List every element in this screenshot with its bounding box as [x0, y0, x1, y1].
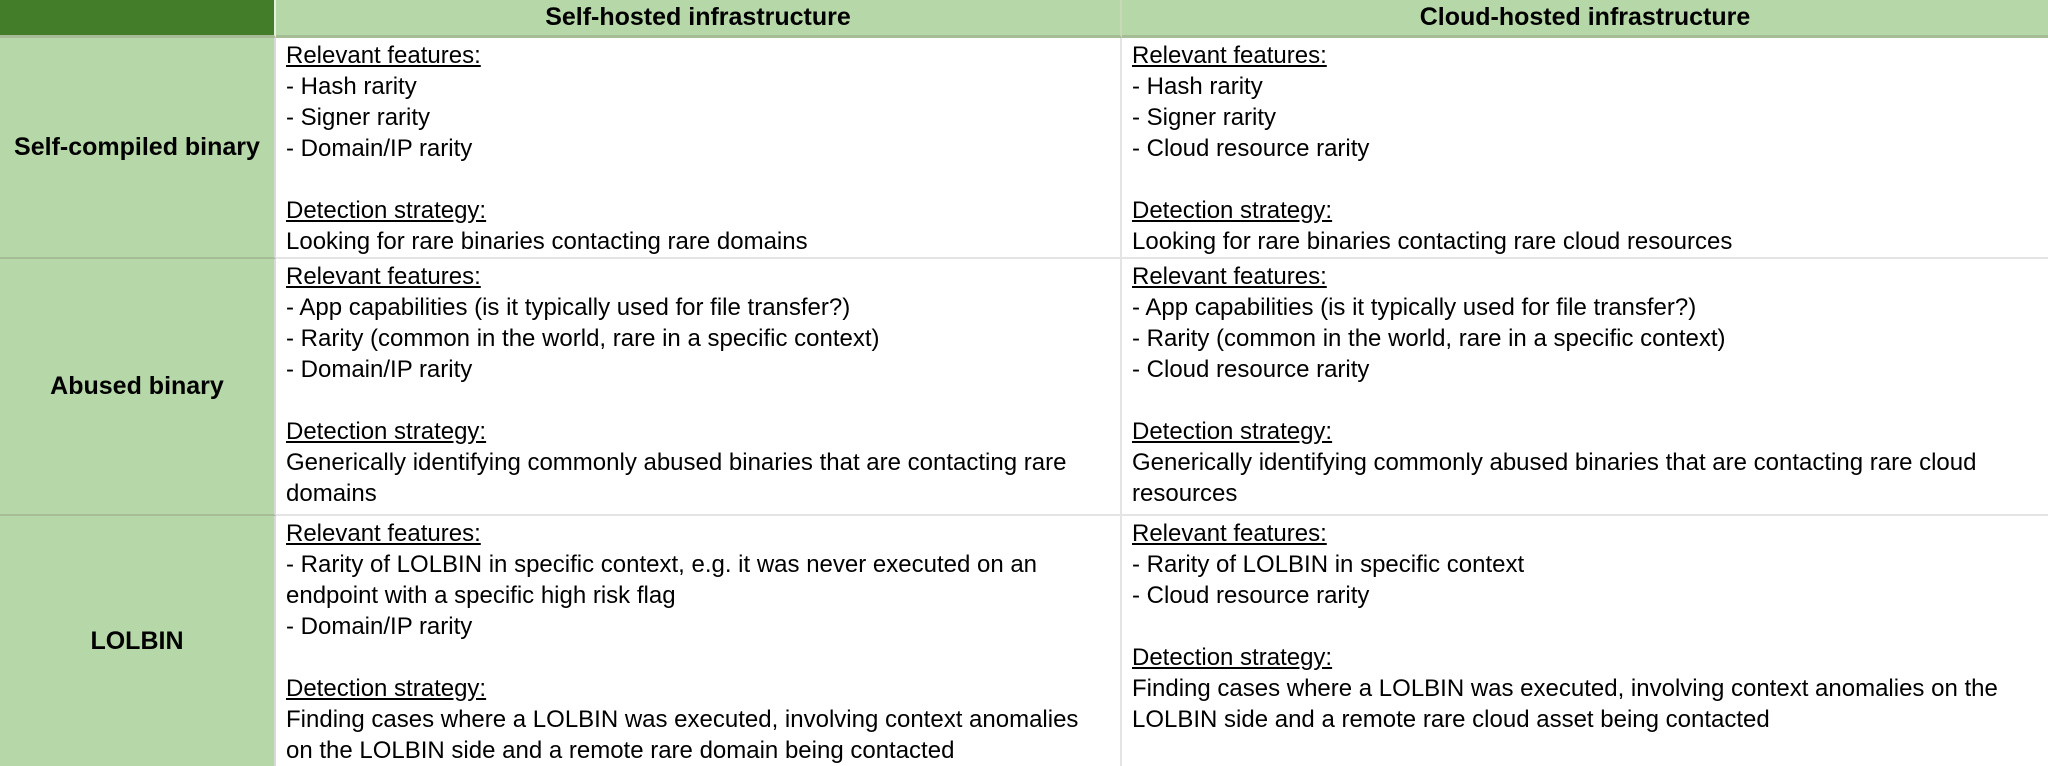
header-row: Self-hosted infrastructure Cloud-hosted … — [0, 0, 2048, 38]
strategy-heading: Detection strategy: — [286, 197, 487, 224]
strategy-text: Finding cases where a LOLBIN was execute… — [286, 706, 1079, 764]
feature-item: - Rarity of LOLBIN in specific context, … — [286, 551, 1038, 609]
column-header-cloud-hosted: Cloud-hosted infrastructure — [1122, 0, 2048, 38]
row-header-abused-binary: Abused binary — [0, 259, 276, 516]
cell-self-compiled-self-hosted: Relevant features: - Hash rarity - Signe… — [276, 38, 1122, 259]
cell-self-compiled-cloud-hosted: Relevant features: - Hash rarity - Signe… — [1122, 38, 2048, 259]
feature-item: - Cloud resource rarity — [1132, 356, 1370, 383]
strategy-text: Generically identifying commonly abused … — [286, 449, 1067, 507]
spacer — [1132, 164, 2036, 195]
spacer — [1132, 611, 2036, 642]
strategy-text: Generically identifying commonly abused … — [1132, 449, 1977, 507]
feature-item: - Signer rarity — [1132, 104, 1277, 131]
strategy-heading: Detection strategy: — [1132, 197, 1333, 224]
feature-item: - Rarity of LOLBIN in specific context — [1132, 551, 1525, 578]
column-header-self-hosted: Self-hosted infrastructure — [276, 0, 1122, 38]
spacer — [1132, 385, 2036, 416]
features-heading: Relevant features: — [286, 263, 481, 290]
cell-lolbin-cloud-hosted: Relevant features: - Rarity of LOLBIN in… — [1122, 516, 2048, 766]
cell-abused-cloud-hosted: Relevant features: - App capabilities (i… — [1122, 259, 2048, 516]
features-heading: Relevant features: — [1132, 42, 1327, 69]
feature-item: - Rarity (common in the world, rare in a… — [286, 325, 880, 352]
row-header-self-compiled-binary: Self-compiled binary — [0, 38, 276, 259]
features-heading: Relevant features: — [286, 42, 481, 69]
feature-item: - Domain/IP rarity — [286, 356, 473, 383]
strategy-heading: Detection strategy: — [286, 675, 487, 702]
table-row: Self-compiled binary Relevant features: … — [0, 38, 2048, 259]
feature-item: - Domain/IP rarity — [286, 613, 473, 640]
table-row: LOLBIN Relevant features: - Rarity of LO… — [0, 516, 2048, 766]
spacer — [286, 642, 1108, 673]
corner-cell — [0, 0, 276, 38]
cell-abused-self-hosted: Relevant features: - App capabilities (i… — [276, 259, 1122, 516]
features-heading: Relevant features: — [1132, 263, 1327, 290]
row-header-lolbin: LOLBIN — [0, 516, 276, 766]
spacer — [286, 385, 1108, 416]
strategy-text: Looking for rare binaries contacting rar… — [286, 228, 808, 255]
strategy-text: Finding cases where a LOLBIN was execute… — [1132, 675, 1998, 733]
features-heading: Relevant features: — [1132, 520, 1327, 547]
features-heading: Relevant features: — [286, 520, 481, 547]
strategy-heading: Detection strategy: — [1132, 644, 1333, 671]
table-row: Abused binary Relevant features: - App c… — [0, 259, 2048, 516]
feature-item: - Domain/IP rarity — [286, 135, 473, 162]
cell-lolbin-self-hosted: Relevant features: - Rarity of LOLBIN in… — [276, 516, 1122, 766]
feature-item: - Cloud resource rarity — [1132, 582, 1370, 609]
feature-item: - Hash rarity — [286, 73, 417, 100]
feature-item: - App capabilities (is it typically used… — [286, 294, 851, 321]
strategy-heading: Detection strategy: — [286, 418, 487, 445]
feature-item: - Rarity (common in the world, rare in a… — [1132, 325, 1726, 352]
spacer — [286, 164, 1108, 195]
strategy-heading: Detection strategy: — [1132, 418, 1333, 445]
feature-item: - App capabilities (is it typically used… — [1132, 294, 1697, 321]
feature-item: - Hash rarity — [1132, 73, 1263, 100]
feature-item: - Cloud resource rarity — [1132, 135, 1370, 162]
feature-item: - Signer rarity — [286, 104, 431, 131]
strategy-text: Looking for rare binaries contacting rar… — [1132, 228, 1733, 255]
